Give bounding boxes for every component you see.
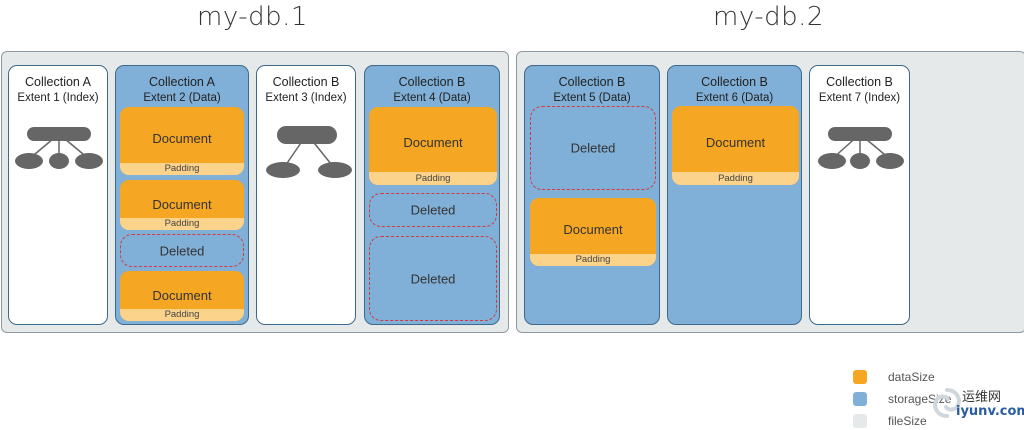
deleted-label: Deleted: [570, 140, 616, 156]
padding-label: Padding: [672, 172, 799, 185]
document-block: Document Padding: [120, 180, 244, 230]
document-label: Document: [152, 288, 212, 303]
legend-swatch-datasize: [853, 370, 867, 384]
extent-label: Collection A Extent 1 (Index): [9, 74, 107, 106]
deleted-record: Deleted: [369, 193, 497, 227]
deleted-record: Deleted: [369, 236, 497, 321]
extent-name: Extent 4 (Data): [393, 92, 471, 104]
extent-label: Collection B Extent 3 (Index): [257, 74, 355, 106]
padding-label: Padding: [369, 172, 497, 185]
extent-name: Extent 6 (Data): [695, 92, 774, 104]
collection-name: Collection B: [398, 75, 466, 89]
extent-name: Extent 1 (Index): [17, 92, 99, 104]
extent-name: Extent 2 (Data): [143, 92, 221, 104]
legend-label-datasize: dataSize: [888, 370, 935, 384]
swirl-logo-icon: [933, 388, 961, 418]
extent-name: Extent 3 (Index): [265, 92, 347, 104]
deleted-label: Deleted: [159, 243, 205, 258]
extent-3-index: Collection B Extent 3 (Index): [256, 65, 356, 325]
padding-label: Padding: [530, 254, 656, 266]
legend-label-filesize: fileSize: [888, 414, 927, 428]
document-label: Document: [152, 197, 212, 212]
collection-name: Collection B: [558, 75, 626, 89]
extent-label: Collection B Extent 5 (Data): [525, 74, 659, 106]
collection-name: Collection A: [148, 75, 215, 89]
document-label: Document: [403, 135, 463, 150]
document-block: Document Padding: [672, 106, 799, 185]
extent-label: Collection B Extent 7 (Index): [810, 74, 909, 106]
db-title-2: my-db.2: [713, 2, 824, 32]
legend-swatch-storagesize: [853, 392, 867, 406]
padding-label: Padding: [120, 163, 244, 175]
extent-6-data: Collection B Extent 6 (Data) Document Pa…: [667, 65, 802, 325]
extent-2-data: Collection A Extent 2 (Data) Document Pa…: [115, 65, 249, 325]
extent-1-index: Collection A Extent 1 (Index): [8, 65, 108, 325]
document-block: Document Padding: [120, 107, 244, 175]
extent-4-data: Collection B Extent 4 (Data) Document Pa…: [364, 65, 500, 325]
padding-label: Padding: [120, 309, 244, 321]
deleted-label: Deleted: [410, 202, 456, 218]
deleted-record: Deleted: [120, 234, 244, 267]
extent-label: Collection A Extent 2 (Data): [116, 74, 248, 106]
document-label: Document: [705, 135, 766, 150]
document-label: Document: [563, 222, 623, 237]
extent-5-data: Collection B Extent 5 (Data) Deleted Doc…: [524, 65, 660, 325]
collection-name: Collection B: [701, 75, 768, 89]
document-label: Document: [152, 131, 212, 146]
extent-7-index: Collection B Extent 7 (Index): [809, 65, 910, 325]
watermark-line2: iyunv.com: [956, 404, 1024, 419]
collection-name: Collection B: [272, 75, 340, 89]
index-tree-icon: [818, 127, 904, 169]
extent-label: Collection B Extent 6 (Data): [668, 74, 801, 106]
extent-label: Collection B Extent 4 (Data): [365, 74, 499, 106]
db-title-1: my-db.1: [197, 2, 308, 32]
collection-name: Collection B: [826, 75, 893, 89]
padding-label: Padding: [120, 218, 244, 230]
collection-name: Collection A: [24, 75, 91, 89]
document-block: Document Padding: [530, 198, 656, 266]
index-tree-icon: [15, 127, 103, 169]
document-block: Document Padding: [120, 271, 244, 321]
index-tree-icon: [266, 126, 352, 178]
watermark-logo: 运维网 iyunv.com: [930, 384, 1024, 428]
document-block: Document Padding: [369, 107, 497, 185]
extent-name: Extent 5 (Data): [553, 92, 631, 104]
watermark-line1: 运维网: [962, 390, 1002, 405]
extent-name: Extent 7 (Index): [818, 92, 901, 104]
deleted-label: Deleted: [410, 271, 456, 286]
legend-swatch-filesize: [853, 414, 867, 428]
deleted-record: Deleted: [530, 106, 656, 190]
